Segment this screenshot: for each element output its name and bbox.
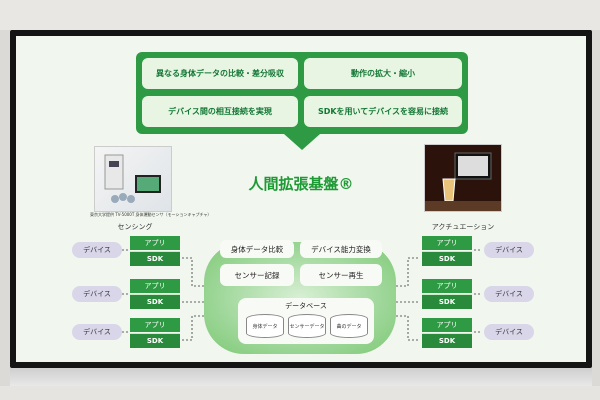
feature-compare: 異なる身体データの比較・差分吸収 xyxy=(142,58,298,89)
right-sdk-3: SDK xyxy=(422,333,472,348)
right-app-1: アプリ xyxy=(422,236,472,250)
feature-sdk: SDKを用いてデバイスを容易に接続 xyxy=(304,96,462,127)
database-panel: データベース 身体データ センサーデータ 曲のデータ xyxy=(238,298,374,344)
sensing-photo-caption: 東京大学提供 TV-5000T 身体運動センサ（モーションキャプチャ） xyxy=(90,212,212,217)
body-compare-box: 身体データ比較 xyxy=(220,240,294,258)
right-device-3: デバイス xyxy=(484,324,534,340)
body-data-cylinder: 身体データ xyxy=(246,314,284,338)
song-data-cylinder: 曲のデータ xyxy=(330,314,368,338)
right-app-2: アプリ xyxy=(422,279,472,293)
sensor-record-box: センサー記録 xyxy=(220,264,294,286)
tv-screen: 異なる身体データの比較・差分吸収 動作の拡大・縮小 デバイス間の相互接続を実現 … xyxy=(16,36,586,362)
right-device-1: デバイス xyxy=(484,242,534,258)
device-convert-box: デバイス能力変換 xyxy=(300,240,382,258)
tv-stand xyxy=(10,368,592,386)
feature-panel: 異なる身体データの比較・差分吸収 動作の拡大・縮小 デバイス間の相互接続を実現 … xyxy=(136,52,468,134)
left-device-2: デバイス xyxy=(72,286,122,302)
left-app-3: アプリ xyxy=(130,318,180,332)
diagram-title: 人間拡張基盤® xyxy=(248,175,354,193)
connector-lines xyxy=(122,249,482,341)
left-device-3: デバイス xyxy=(72,324,122,340)
sensing-photo xyxy=(94,146,172,212)
right-app-3: アプリ xyxy=(422,318,472,332)
sensor-play-box: センサー再生 xyxy=(300,264,382,286)
feature-scale: 動作の拡大・縮小 xyxy=(304,58,462,89)
actuation-caption: アクチュエーション xyxy=(431,223,495,231)
left-sdk-1: SDK xyxy=(130,251,180,266)
down-arrow xyxy=(284,134,320,150)
left-app-1: アプリ xyxy=(130,236,180,250)
database-label: データベース xyxy=(285,302,327,310)
right-sdk-2: SDK xyxy=(422,294,472,309)
actuation-photo xyxy=(424,144,502,212)
feature-interconnect: デバイス間の相互接続を実現 xyxy=(142,96,298,127)
sensing-caption: センシング xyxy=(117,223,153,231)
background-wall xyxy=(0,0,600,30)
left-sdk-3: SDK xyxy=(130,333,180,348)
left-device-1: デバイス xyxy=(72,242,122,258)
right-sdk-1: SDK xyxy=(422,251,472,266)
left-sdk-2: SDK xyxy=(130,294,180,309)
right-device-2: デバイス xyxy=(484,286,534,302)
floor xyxy=(0,386,600,400)
left-app-2: アプリ xyxy=(130,279,180,293)
sensor-data-cylinder: センサーデータ xyxy=(288,314,326,338)
